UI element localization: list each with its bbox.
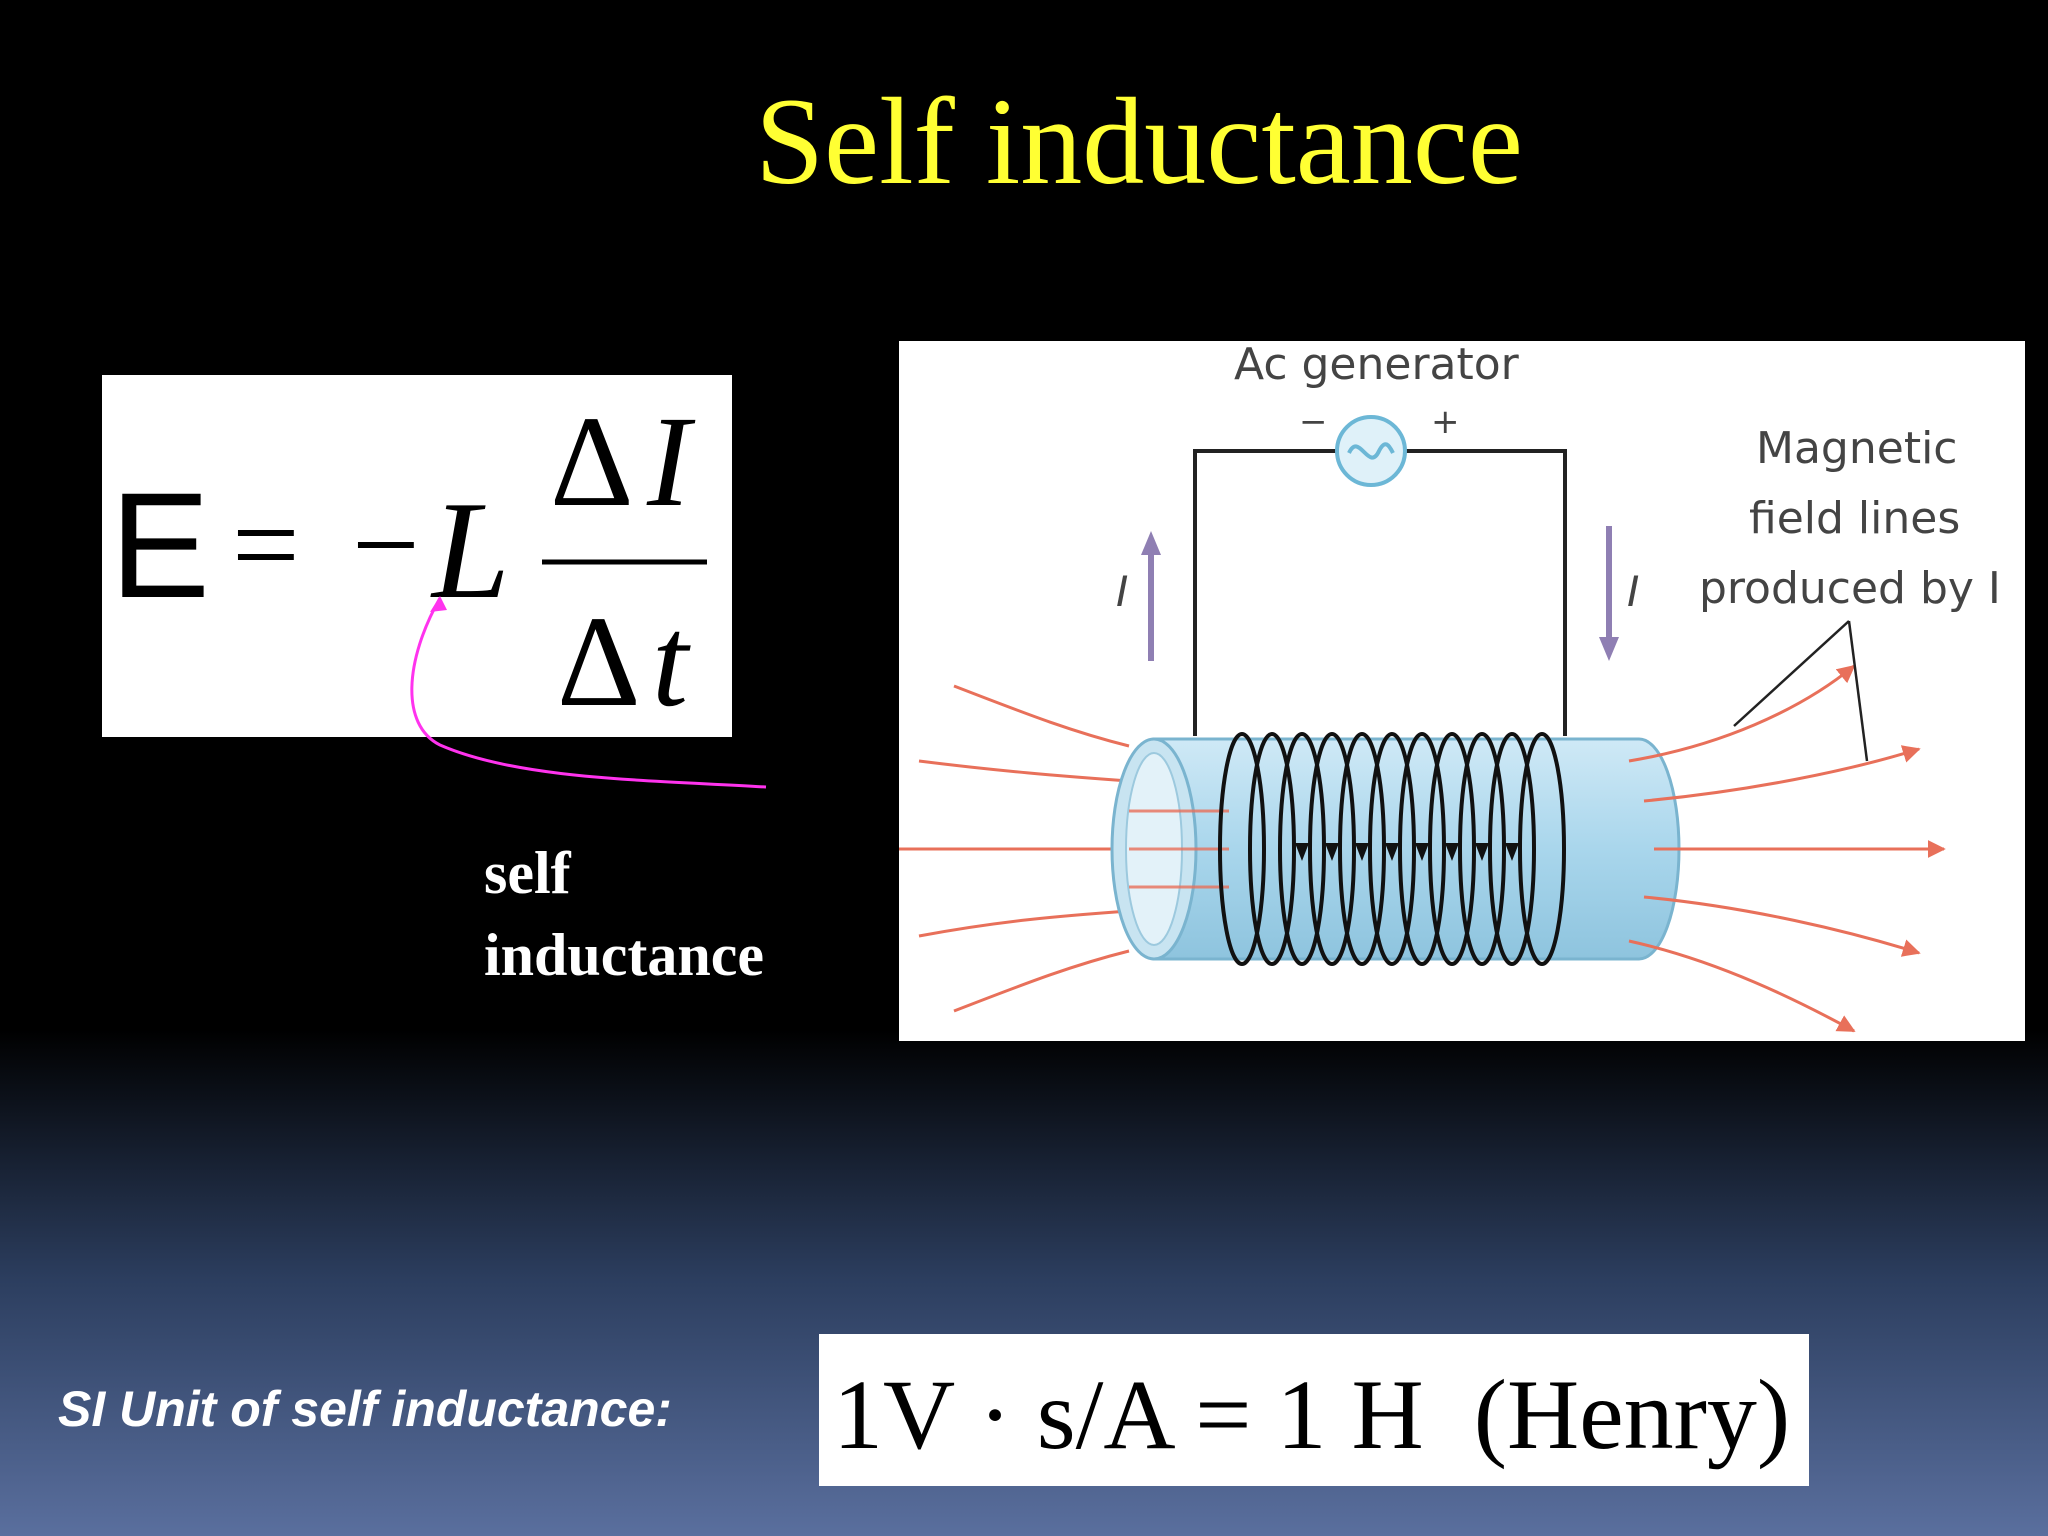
field-lines-left: [899, 684, 1139, 1013]
current-label-left: I: [1116, 567, 1128, 616]
field-lines-inside: [1129, 809, 1229, 889]
coil-windings: [1218, 732, 1566, 966]
solenoid-tube: [1110, 737, 1681, 961]
formula-denominator-var: t: [652, 590, 691, 734]
current-label-right: I: [1627, 567, 1639, 616]
current-arrow-up-icon: [1141, 531, 1161, 661]
si-unit-label: SI Unit of self inductance:: [58, 1381, 672, 1437]
ac-generator-icon: [1335, 415, 1407, 487]
field-label-line3: produced by I: [1699, 563, 2001, 614]
pointer-label-line2: inductance: [484, 922, 765, 988]
si-unit-formula-box: 1V · s/A = 1 H (Henry): [819, 1334, 1809, 1486]
slide-title: Self inductance: [755, 73, 1523, 210]
generator-minus-terminal: −: [1299, 402, 1328, 442]
field-label-pointers: [1733, 620, 1869, 762]
solenoid-diagram: Ac generator − + I I: [899, 341, 2025, 1041]
circuit-wires: [1193, 449, 1567, 736]
formula-minus: −: [352, 478, 420, 611]
pointer-label-line1: self: [484, 840, 571, 906]
field-label-line2: field lines: [1749, 493, 1960, 544]
formula-denominator-delta: Δ: [557, 590, 641, 734]
coil-current-arrows: [1295, 843, 1519, 861]
field-lines-right: [1628, 664, 1946, 1033]
si-unit-formula: 1V · s/A = 1 H (Henry): [833, 1359, 1790, 1470]
formula-equals: =: [232, 478, 300, 611]
pointer-label: self inductance: [484, 832, 764, 996]
formula-coefficient-L: L: [430, 473, 510, 628]
formula-emf-symbol: E: [110, 461, 210, 629]
field-label-line1: Magnetic: [1756, 423, 1957, 474]
formula-numerator-delta: Δ: [550, 390, 634, 534]
ac-generator-label: Ac generator: [1234, 341, 1520, 390]
formula-numerator-var: I: [646, 390, 696, 534]
inductance-formula: E = − L Δ I Δ t: [102, 375, 732, 737]
current-arrow-down-icon: [1599, 526, 1619, 661]
generator-plus-terminal: +: [1431, 402, 1460, 442]
